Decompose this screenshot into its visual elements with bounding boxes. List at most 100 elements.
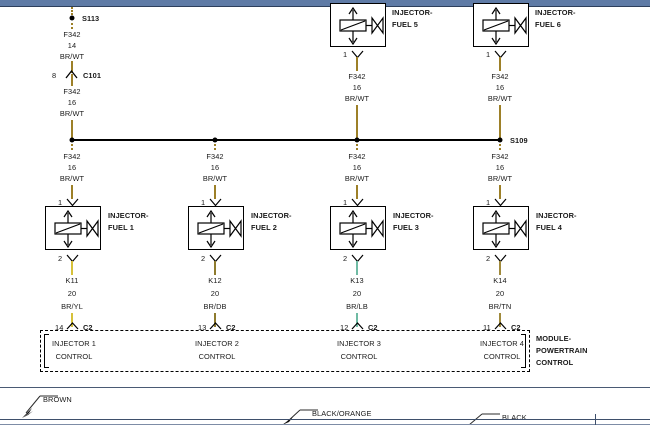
c2-connector-1-icon <box>66 322 79 330</box>
injector-6-pin: 1 <box>486 50 491 59</box>
bus-node-4 <box>497 137 503 143</box>
wire-bus-to-injector-2 <box>214 185 216 199</box>
pcm-left-bracket <box>44 334 49 368</box>
c2-label-1: C2 <box>83 323 93 332</box>
legend-black-orange-label: BLACK/ORANGE <box>312 409 372 418</box>
injector-3-pin-out: 2 <box>343 254 348 263</box>
injector-1-circuit: K11 <box>65 276 79 285</box>
c2-connector-4-icon <box>494 322 507 330</box>
bus-feed-4-color: BR/WT <box>487 174 513 183</box>
bus-feed-1-gauge: 16 <box>67 163 77 172</box>
injector-fuel-2-label-line1: INJECTOR- <box>251 211 292 220</box>
bus-feed-4-circuit: F342 <box>491 152 509 161</box>
injector-2-pin-in: 1 <box>201 198 206 207</box>
injector-fuel-3-label-line1: INJECTOR- <box>393 211 434 220</box>
injector-fuel-2-label-line2: FUEL 2 <box>251 223 277 232</box>
c2-connector-3-icon <box>351 322 364 330</box>
c2-pin-3: 12 <box>340 323 349 332</box>
legend-brown-leader-icon <box>20 391 80 419</box>
c2-label-2: C2 <box>226 323 236 332</box>
feed-gauge-top: 14 <box>67 41 77 50</box>
injector-2-pin-in-connector-icon <box>209 198 222 207</box>
injector-1-pin-in-connector-icon <box>66 198 79 207</box>
wire-injector-1-control-upper <box>71 261 73 275</box>
injector-fuel-6-box[interactable] <box>473 3 529 47</box>
feed-circuit-bottom: F342 <box>63 87 81 96</box>
harness-rule-top <box>0 419 650 420</box>
injector-6-circuit: F342 <box>491 72 509 81</box>
wire-bus-drop-2 <box>214 144 216 150</box>
injector-3-circuit: K13 <box>350 276 364 285</box>
wire-bus-drop-3 <box>356 144 358 150</box>
wire-injector-2-control-upper <box>214 261 216 275</box>
injector-3-pin-in-connector-icon <box>351 198 364 207</box>
injector-3-pin-in: 1 <box>343 198 348 207</box>
injector-4-pin-in: 1 <box>486 198 491 207</box>
wire-bus-to-injector-3 <box>356 185 358 199</box>
c2-pin-2: 13 <box>198 323 207 332</box>
splice-node-s113 <box>69 15 75 21</box>
wire-injector-4-control-upper <box>499 261 501 275</box>
injector-2-color: BR/DB <box>203 302 227 311</box>
bottom-separator-rule <box>0 387 650 388</box>
wire-injector-4-control-lower <box>499 313 501 327</box>
injector-5-pin: 1 <box>343 50 348 59</box>
c101-label: C101 <box>83 71 102 80</box>
bus-feed-1-circuit: F342 <box>63 152 81 161</box>
bus-feed-2-color: BR/WT <box>202 174 228 183</box>
injector-fuel-6-label-line1: INJECTOR- <box>535 8 576 17</box>
injector-fuel-1-label-line1: INJECTOR- <box>108 211 149 220</box>
bus-feed-4-gauge: 16 <box>495 163 505 172</box>
wire-s113-below <box>71 23 73 29</box>
c2-connector-2-icon <box>209 322 222 330</box>
injector-fuel-4-box[interactable] <box>473 206 529 250</box>
injector-5-color: BR/WT <box>344 94 370 103</box>
injector-fuel-3-box[interactable] <box>330 206 386 250</box>
splice-bus-s109 <box>72 139 501 141</box>
module-label-line3: CONTROL <box>536 358 574 367</box>
pcm-right-bracket <box>521 334 526 368</box>
wire-injector-6-to-bus <box>499 105 501 140</box>
pcm-module-box[interactable] <box>40 330 530 372</box>
wire-below-c101 <box>71 74 73 86</box>
bus-feed-2-circuit: F342 <box>206 152 224 161</box>
injector-4-pin-out: 2 <box>486 254 491 263</box>
injector-4-gauge: 20 <box>495 289 505 298</box>
injector-4-pin-in-connector-icon <box>494 198 507 207</box>
pcm-injector-4-line1: INJECTOR 4 <box>480 339 524 348</box>
injector-1-pin-in: 1 <box>58 198 63 207</box>
injector-fuel-5-label-line1: INJECTOR- <box>392 8 433 17</box>
harness-tick <box>595 414 596 425</box>
pcm-injector-1-line2: CONTROL <box>55 352 93 361</box>
module-label-line2: POWERTRAIN <box>536 346 588 355</box>
pcm-injector-1-line1: INJECTOR 1 <box>52 339 96 348</box>
injector-fuel-5-box[interactable] <box>330 3 386 47</box>
bus-node-1 <box>69 137 75 143</box>
feed-gauge-bottom: 16 <box>67 98 77 107</box>
c2-label-3: C2 <box>368 323 378 332</box>
injector-2-gauge: 20 <box>210 289 220 298</box>
injector-5-circuit: F342 <box>348 72 366 81</box>
wire-injector-5-to-bus <box>356 105 358 140</box>
legend-brown-label: BROWN <box>43 395 72 404</box>
c2-pin-4: 11 <box>483 323 491 332</box>
pcm-injector-4-line2: CONTROL <box>483 352 521 361</box>
injector-fuel-4-label-line1: INJECTOR- <box>536 211 577 220</box>
injector-fuel-1-label-line2: FUEL 1 <box>108 223 134 232</box>
pcm-injector-2-line1: INJECTOR 2 <box>195 339 239 348</box>
s109-label: S109 <box>510 136 528 145</box>
bus-feed-1-color: BR/WT <box>59 174 85 183</box>
s113-label: S113 <box>82 14 100 23</box>
wire-injector-1-control-lower <box>71 313 73 327</box>
bus-feed-3-circuit: F342 <box>348 152 366 161</box>
injector-fuel-1-box[interactable] <box>45 206 101 250</box>
wire-bus-drop-4 <box>499 144 501 150</box>
wire-injector-3-control-upper <box>356 261 358 275</box>
c101-pin: 8 <box>52 71 57 80</box>
wire-bus-to-injector-4 <box>499 185 501 199</box>
c101-connector-icon <box>65 69 78 79</box>
feed-color-bottom: BR/WT <box>59 109 85 118</box>
injector-fuel-2-box[interactable] <box>188 206 244 250</box>
wire-bus-drop-1 <box>71 144 73 150</box>
